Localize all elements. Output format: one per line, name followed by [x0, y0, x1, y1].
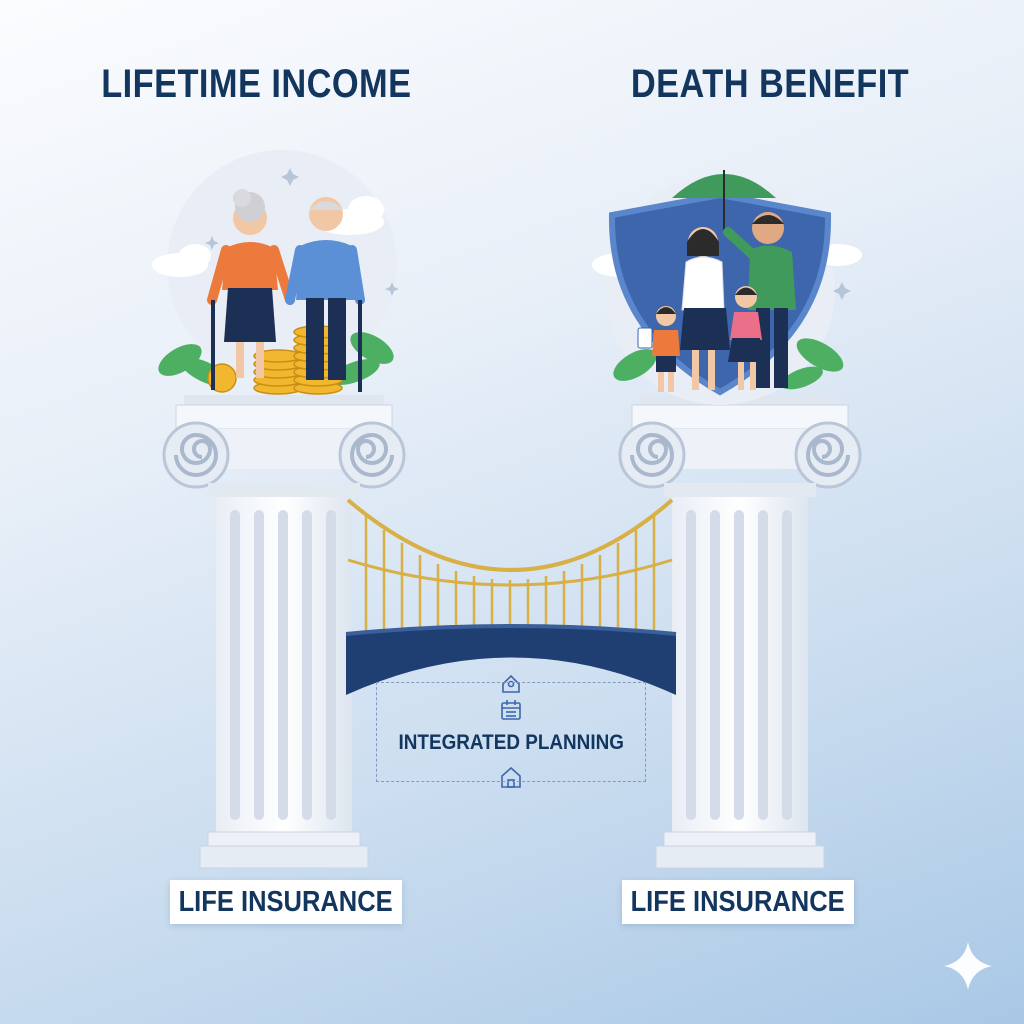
- calendar-icon: [501, 700, 521, 720]
- heading-death-benefit: DEATH BENEFIT: [630, 62, 910, 106]
- retired-couple-illustration: [152, 150, 399, 395]
- mother-figure: [680, 227, 730, 390]
- integrated-planning-panel: INTEGRATED PLANNING: [376, 682, 646, 782]
- family-illustration: [592, 170, 862, 405]
- father-figure: [723, 212, 796, 388]
- suspension-bridge: [345, 498, 677, 695]
- left-pillar-base-label: LIFE INSURANCE: [170, 880, 402, 924]
- elderly-woman-figure: [207, 189, 295, 390]
- right-pillar-base-label: LIFE INSURANCE: [622, 880, 854, 924]
- elderly-man-figure: [285, 197, 365, 392]
- left-pillar: [162, 395, 406, 869]
- heading-lifetime-income: LIFETIME INCOME: [101, 62, 412, 106]
- house-location-icon: [502, 674, 520, 693]
- sparkle-icon: [944, 942, 992, 990]
- daughter-figure: [728, 286, 764, 390]
- son-figure: [637, 306, 680, 392]
- integrated-planning-label: INTEGRATED PLANNING: [398, 731, 624, 754]
